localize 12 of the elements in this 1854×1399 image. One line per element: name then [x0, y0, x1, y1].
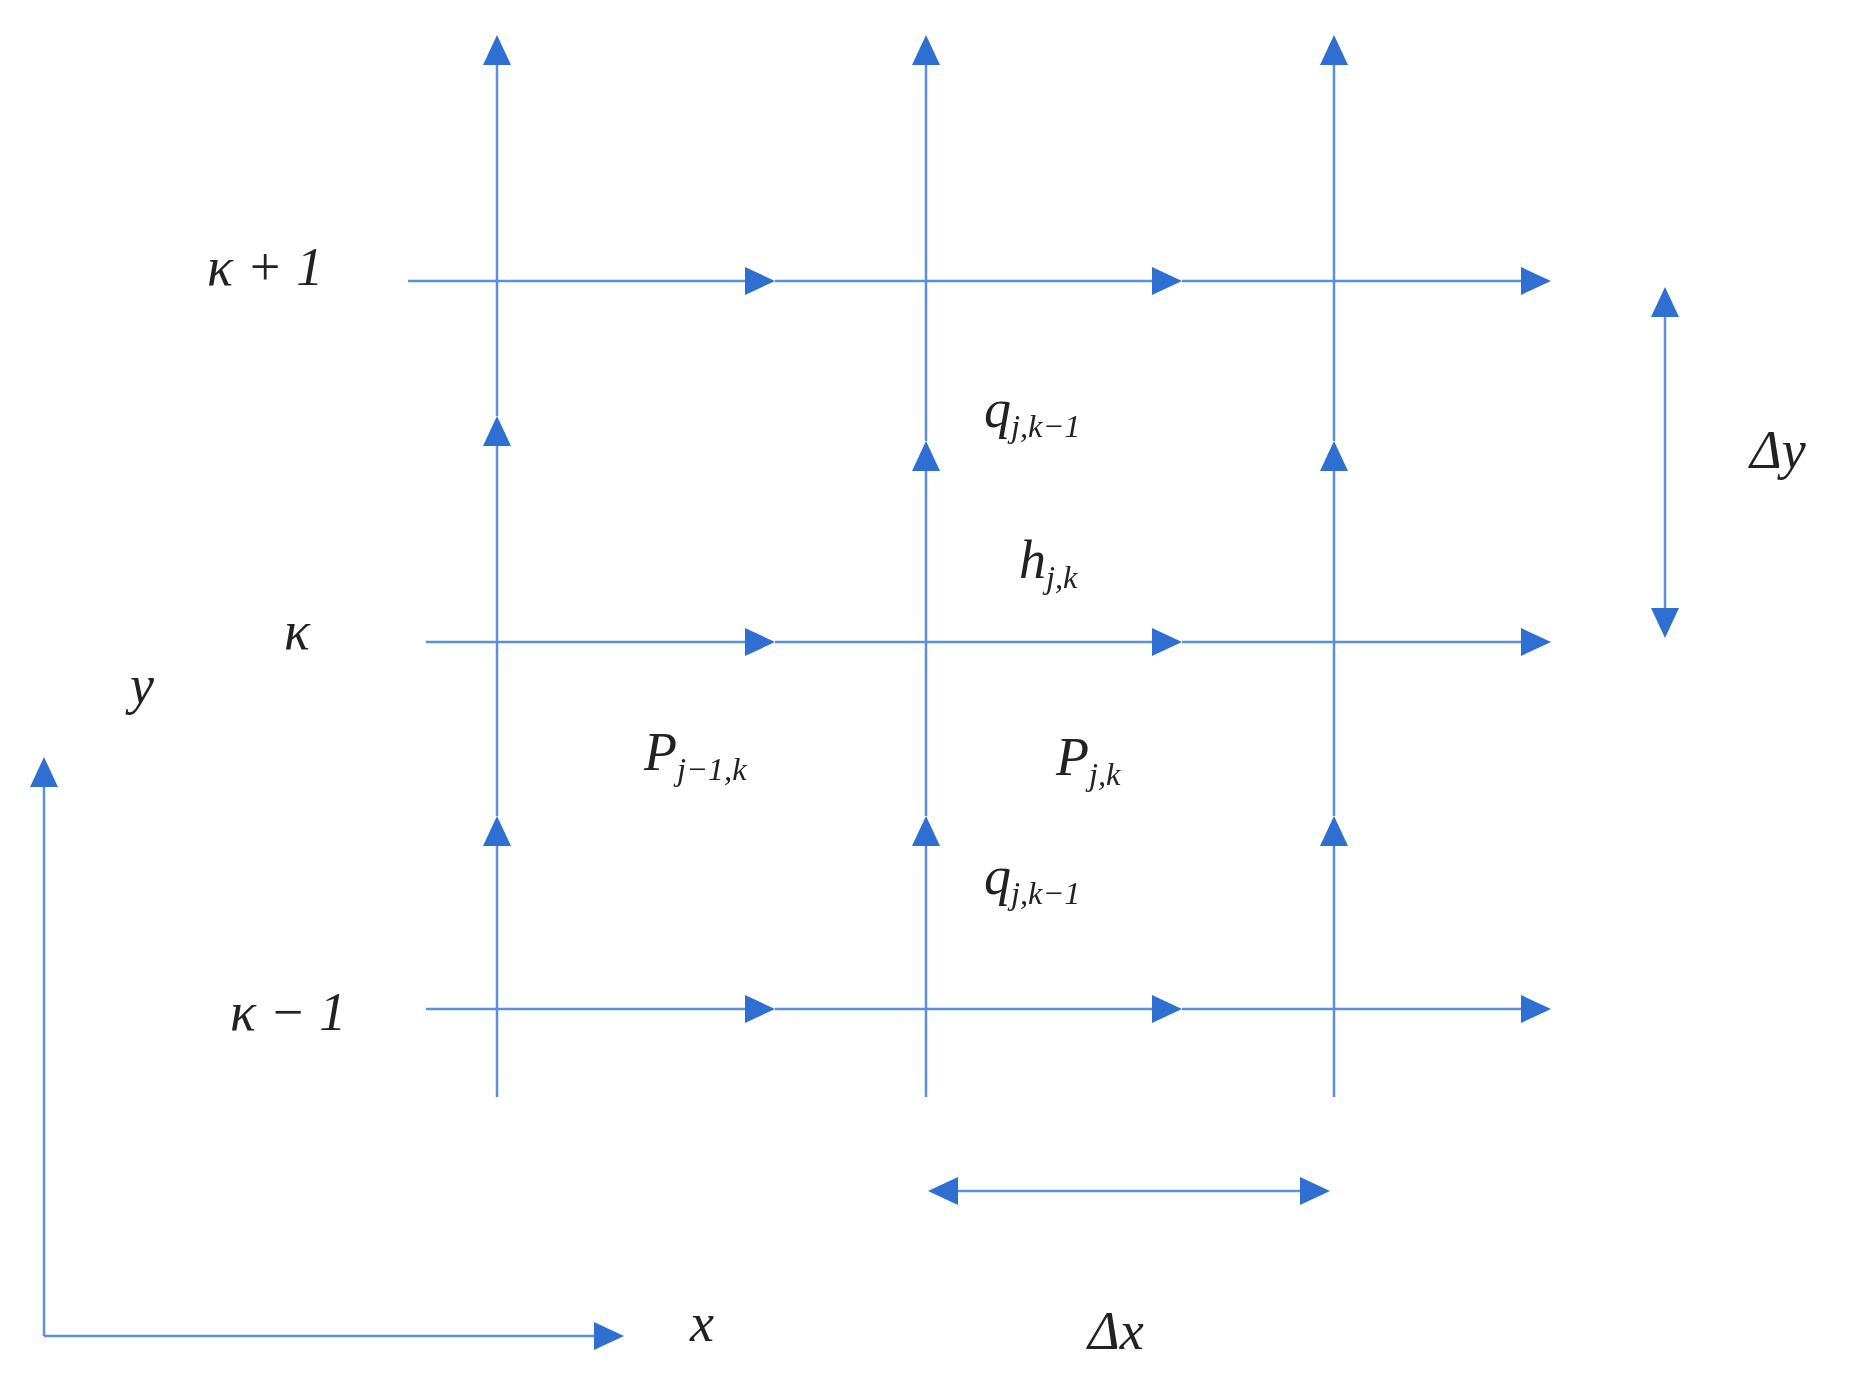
variable-label: q$_{j,k−1}$ — [983, 378, 1082, 447]
grid-index-label: κ + 1 — [206, 236, 325, 300]
grid-index-label: κ − 1 — [229, 981, 348, 1045]
dimension-label: Δx — [1085, 1300, 1145, 1364]
variable-label: h$_{j,k}$ — [1018, 529, 1079, 598]
dimension-label: Δy — [1747, 419, 1807, 483]
grid-index-label: κ — [283, 600, 312, 664]
variable-label: P$_{j,k}$ — [1054, 726, 1122, 795]
axis-label: x — [688, 1292, 715, 1356]
variable-label: q$_{j,k−1}$ — [983, 845, 1082, 914]
variable-label: P$_{j−1,k}$ — [642, 721, 748, 790]
axis-label: y — [123, 647, 163, 733]
